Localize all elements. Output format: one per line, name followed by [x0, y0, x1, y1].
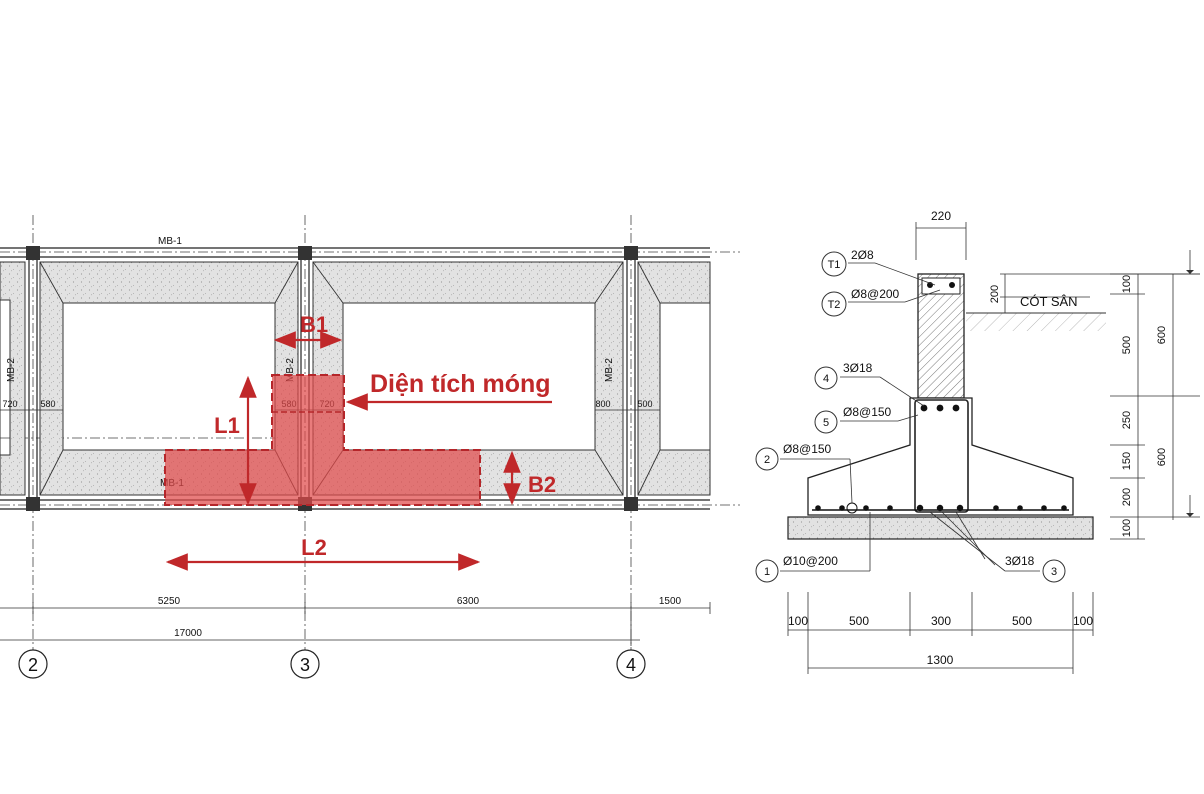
b2-label: B2	[528, 472, 556, 497]
rdim-150: 150	[1121, 452, 1133, 470]
rdim-250: 250	[1121, 411, 1133, 429]
bdim-total: 1300	[927, 653, 954, 667]
item4-value: 3Ø18	[843, 361, 873, 375]
footing-bay-right	[637, 261, 711, 496]
section-view: 220	[755, 209, 1200, 674]
rdim-500: 500	[1121, 336, 1133, 354]
item2-value: Ø8@150	[783, 442, 832, 456]
floor-label: CÓT SÂN	[1020, 294, 1078, 309]
lean-concrete	[787, 516, 1094, 540]
item5-marker: 5	[823, 417, 829, 429]
span-c: 1500	[659, 596, 682, 607]
beam-label-top: MB-1	[158, 236, 182, 247]
rdim-600b: 600	[1156, 448, 1168, 466]
dim-left-a: 720	[2, 399, 17, 409]
bdim-100b: 100	[1073, 614, 1093, 628]
span-a: 5250	[158, 596, 181, 607]
rdim-100b: 100	[1121, 519, 1133, 537]
grid-bubble-3	[290, 649, 320, 679]
bdim-100a: 100	[788, 614, 808, 628]
column-4-bottom	[624, 497, 638, 511]
b1-label: B1	[300, 312, 328, 337]
bdim-300: 300	[931, 614, 951, 628]
item3-value: 3Ø18	[1005, 554, 1035, 568]
soil-hatch	[966, 313, 1106, 331]
t2-value: Ø8@200	[851, 287, 900, 301]
rdim-100a: 100	[1121, 275, 1133, 293]
span-b: 6300	[457, 596, 480, 607]
area-label: Diện tích móng	[370, 370, 551, 398]
item2-marker: 2	[764, 454, 770, 466]
beam-label-mid: MB-2	[285, 358, 296, 382]
item3-marker: 3	[1051, 566, 1057, 578]
l1-label: L1	[214, 413, 240, 438]
column-4-top	[624, 246, 638, 260]
item1-marker: 1	[764, 566, 770, 578]
rdim-200: 200	[1121, 488, 1133, 506]
item5-value: Ø8@150	[843, 405, 892, 419]
item4-marker: 4	[823, 373, 829, 385]
rdim-600a: 600	[1156, 326, 1168, 344]
plan-view: MB-1 MB-1 MB-2 MB-2 MB-2 720 580 580 720…	[0, 215, 740, 679]
t2-marker: T2	[828, 299, 841, 311]
column-2-top	[26, 246, 40, 260]
grid-label-3: 3	[300, 655, 310, 675]
footing-bay-left	[0, 261, 26, 496]
item1-value: Ø10@200	[783, 554, 838, 568]
t1-value: 2Ø8	[851, 248, 874, 262]
dim-200-top: 200	[989, 285, 1001, 303]
column-3-top	[298, 246, 312, 260]
dim-right-a: 800	[595, 399, 610, 409]
grid-label-2: 2	[28, 655, 38, 675]
grid-bubble-4	[616, 649, 646, 679]
grid-label-4: 4	[626, 655, 636, 675]
dim-right-b: 500	[637, 399, 652, 409]
t1-marker: T1	[828, 259, 841, 271]
l2-label: L2	[301, 535, 327, 560]
dim-left-b: 580	[40, 399, 55, 409]
top-width-dim: 220	[931, 209, 951, 223]
grid-bubble-2	[18, 649, 48, 679]
bdim-500a: 500	[849, 614, 869, 628]
beam-label-left: MB-2	[6, 358, 17, 382]
beam-label-right: MB-2	[604, 358, 615, 382]
column-2-bottom	[26, 497, 40, 511]
bdim-500b: 500	[1012, 614, 1032, 628]
span-total: 17000	[174, 628, 202, 639]
